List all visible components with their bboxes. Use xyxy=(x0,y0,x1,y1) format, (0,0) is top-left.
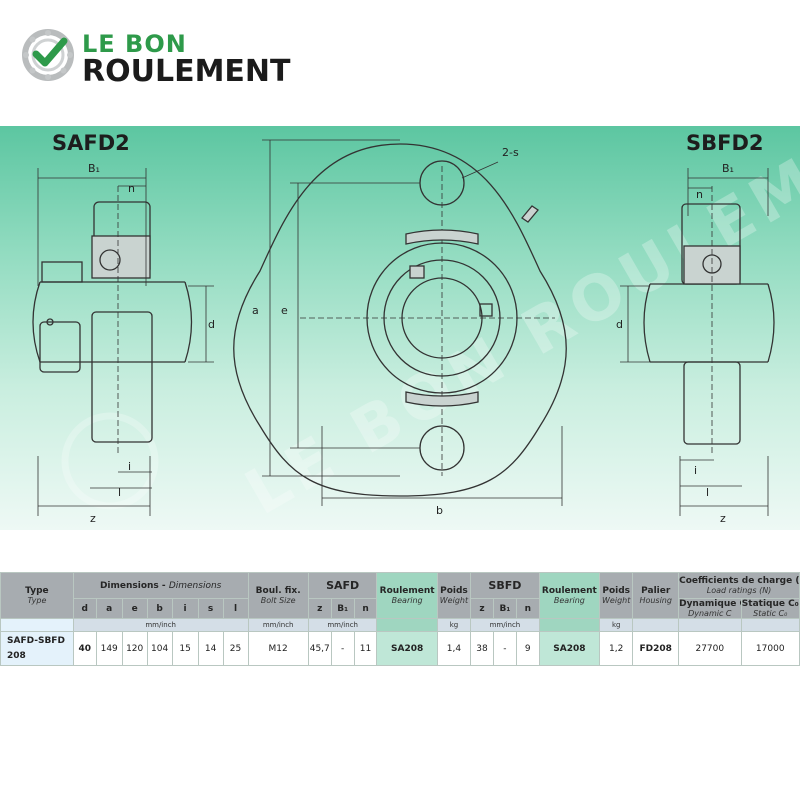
bearing-check-icon xyxy=(22,29,74,81)
right-side-view xyxy=(643,186,775,456)
right-dimensions xyxy=(620,168,769,516)
unit-weight-sbfd: kg xyxy=(599,618,634,632)
label-e: e xyxy=(281,304,288,317)
logo-text-bottom: ROULEMENT xyxy=(82,54,291,89)
cell-i: 15 xyxy=(171,631,199,666)
col-d: d xyxy=(72,598,97,619)
cell-d: 40 xyxy=(72,631,97,666)
label-2s: 2-s xyxy=(502,146,519,159)
logo-text-top: LE BON xyxy=(82,30,187,58)
cell-safd-weight: 1,4 xyxy=(436,631,472,666)
col-s: s xyxy=(197,598,224,619)
col-sbfd-n: n xyxy=(515,598,540,619)
label-b1-right: B₁ xyxy=(722,162,734,175)
cell-b: 104 xyxy=(146,631,173,666)
label-n-left: n xyxy=(128,182,135,195)
label-i-right: i xyxy=(694,464,697,477)
cell-l: 25 xyxy=(222,631,249,666)
label-d-left: d xyxy=(208,318,215,331)
col-safd-z: z xyxy=(307,598,332,619)
label-b: b xyxy=(436,504,443,517)
header-sbfd: SBFD xyxy=(470,572,540,599)
label-a: a xyxy=(252,304,259,317)
left-dimensions xyxy=(37,168,214,516)
label-n-right: n xyxy=(696,188,703,201)
cell-sbfd-z: 38 xyxy=(470,631,494,666)
cell-s: 14 xyxy=(197,631,224,666)
technical-drawing: LE BON ROULEMENT SAFD2 SBFD2 xyxy=(32,126,800,529)
right-view-title: SBFD2 xyxy=(686,131,764,155)
label-z-right: z xyxy=(720,512,726,525)
col-sbfd-z: z xyxy=(470,598,494,619)
header-load-ratings: Coefficients de charge (N)Load ratings (… xyxy=(678,572,800,599)
header-safd: SAFD xyxy=(307,572,378,599)
cell-sbfd-bearing: SA208 xyxy=(538,631,601,666)
label-i-left: i xyxy=(128,460,131,473)
col-safd-n: n xyxy=(353,598,378,619)
col-l: l xyxy=(222,598,249,619)
label-b1-left: B₁ xyxy=(88,162,100,175)
cell-dynamic: 27700 xyxy=(678,631,742,666)
header-dimensions: Dimensions - Dimensions xyxy=(72,572,249,599)
label-l-left: l xyxy=(118,486,121,499)
header-bolt: Boul. fix.Bolt Size xyxy=(247,572,309,619)
unit-sbfd: mm/inch xyxy=(470,618,540,632)
cell-sbfd-b1: - xyxy=(492,631,517,666)
cell-a: 149 xyxy=(95,631,123,666)
cell-e: 120 xyxy=(121,631,148,666)
unit-bolt: mm/inch xyxy=(247,618,309,632)
col-a: a xyxy=(95,598,123,619)
cell-sbfd-n: 9 xyxy=(515,631,540,666)
cell-safd-b1: - xyxy=(330,631,355,666)
technical-drawing-panel: LE BON ROULEMENT SAFD2 SBFD2 xyxy=(0,126,800,530)
col-b: b xyxy=(146,598,173,619)
unit-safd: mm/inch xyxy=(307,618,378,632)
cell-sbfd-weight: 1,2 xyxy=(599,631,634,666)
label-d-right: d xyxy=(616,318,623,331)
cell-safd-n: 11 xyxy=(353,631,378,666)
front-dimensions xyxy=(262,139,563,506)
brand-logo: LE BON ROULEMENT xyxy=(22,26,312,89)
cell-safd-bearing: SA208 xyxy=(376,631,438,666)
col-safd-b1: B₁ xyxy=(330,598,355,619)
unit-weight-safd: kg xyxy=(436,618,472,632)
cell-static: 17000 xyxy=(740,631,800,666)
cell-safd-z: 45,7 xyxy=(307,631,332,666)
col-e: e xyxy=(121,598,148,619)
left-view-title: SAFD2 xyxy=(52,131,130,155)
col-sbfd-b1: B₁ xyxy=(492,598,517,619)
col-i: i xyxy=(171,598,199,619)
unit-dimensions: mm/inch xyxy=(72,618,249,632)
left-side-view xyxy=(32,186,193,456)
label-z-left: z xyxy=(90,512,96,525)
label-l-right: l xyxy=(706,486,709,499)
cell-bolt: M12 xyxy=(247,631,309,666)
cell-housing: FD208 xyxy=(632,631,680,666)
